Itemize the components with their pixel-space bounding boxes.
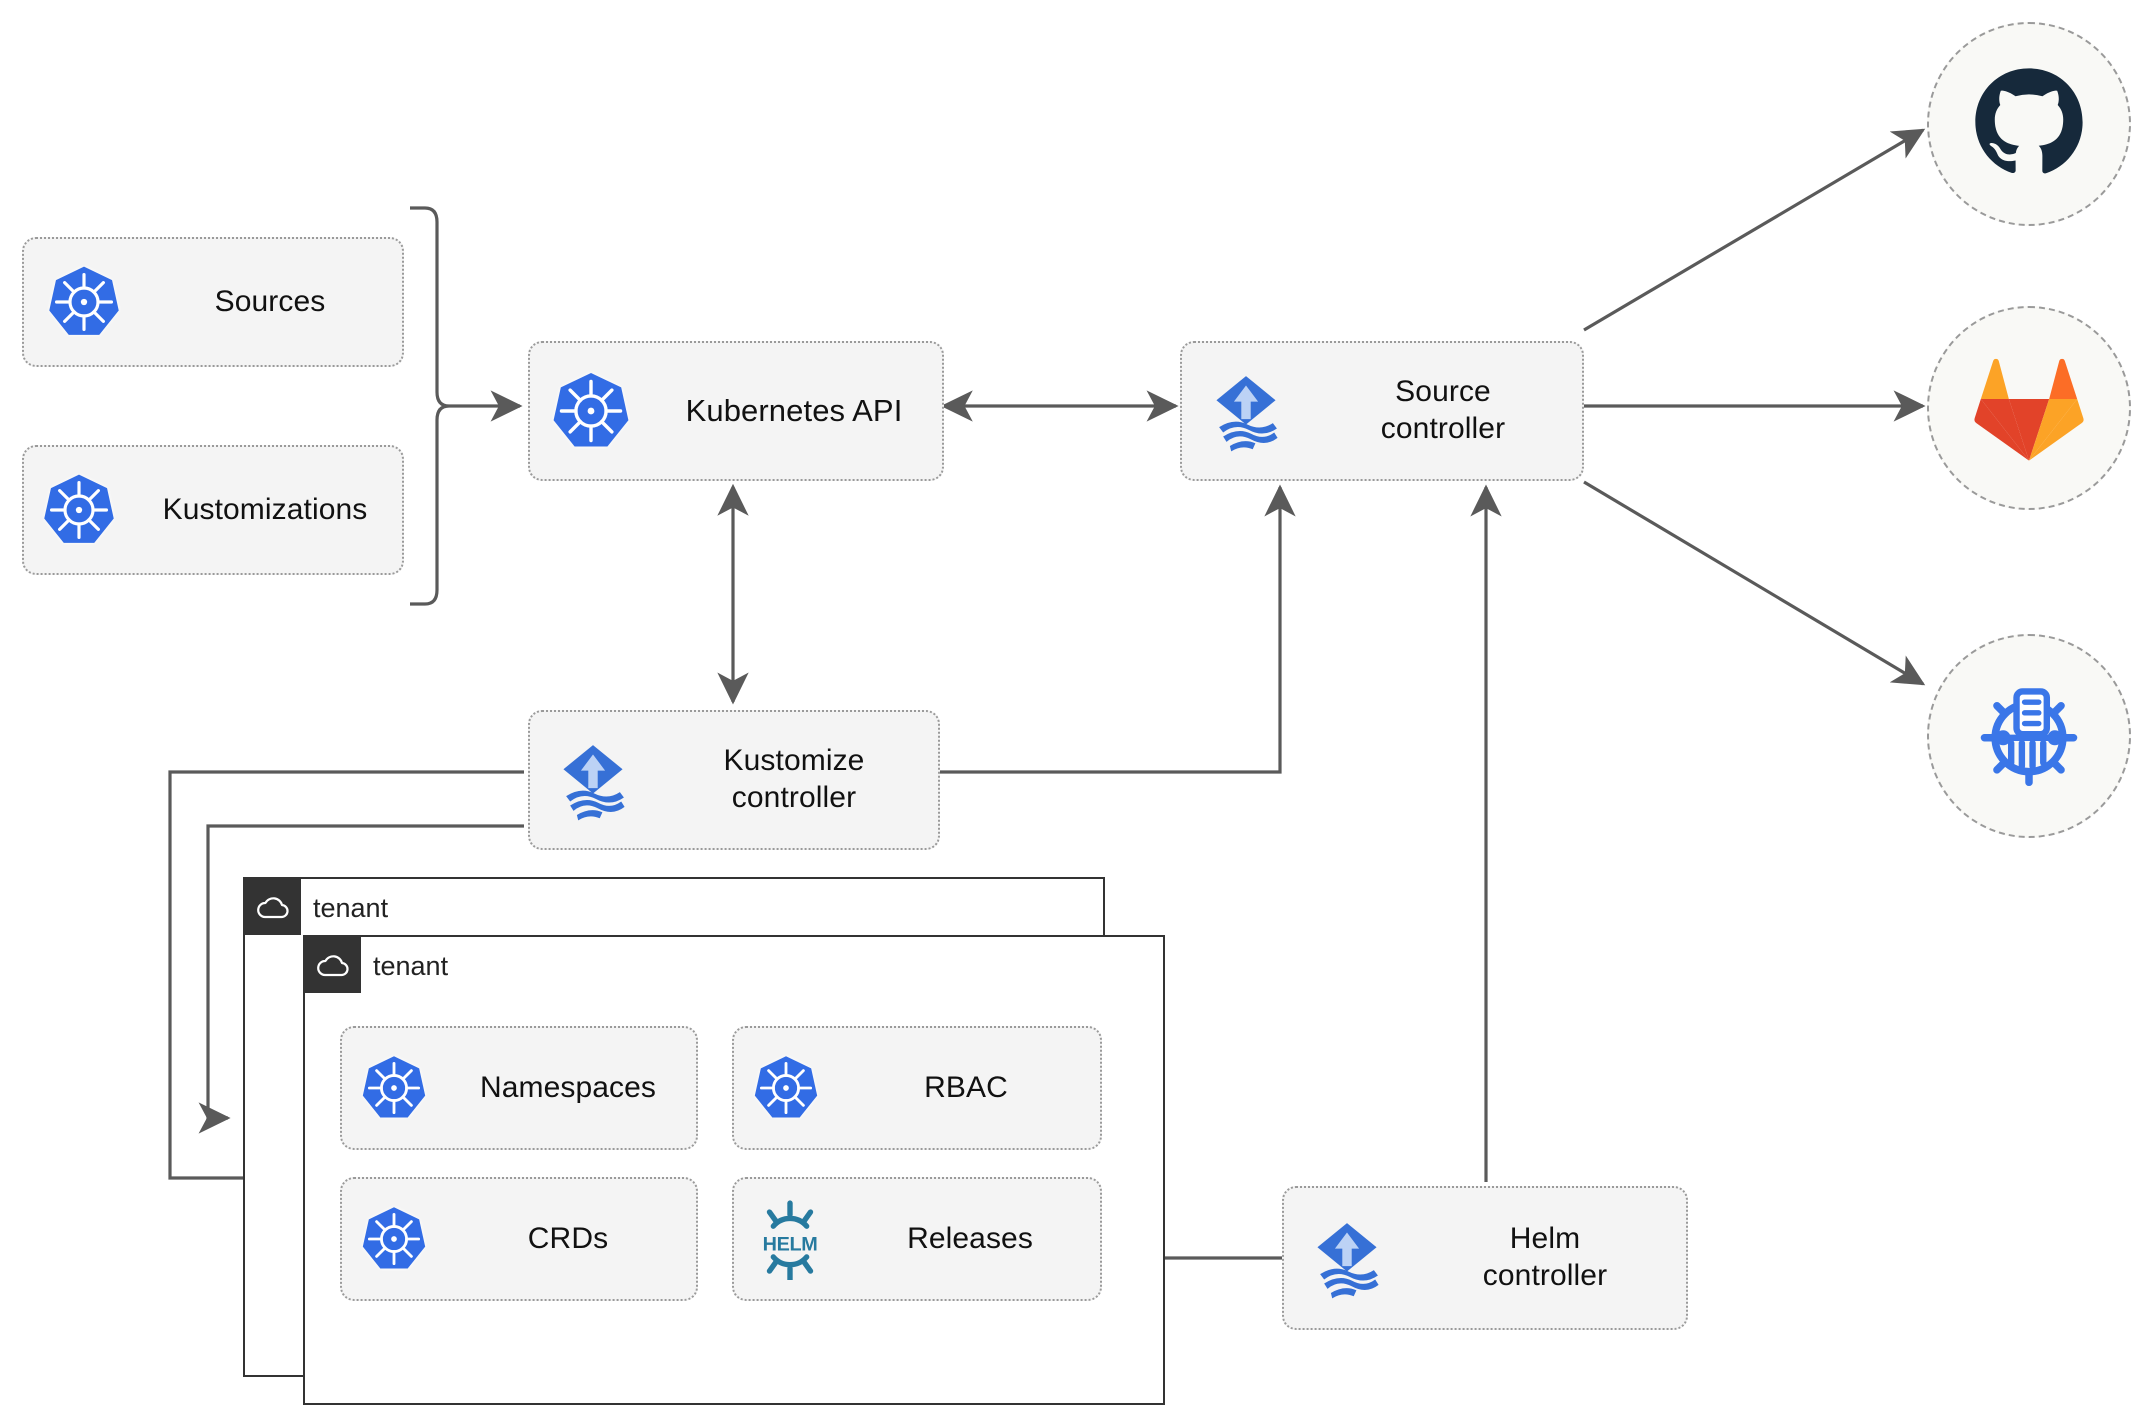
node-rbac[interactable]: RBAC [732, 1026, 1102, 1150]
node-label: Namespaces [479, 1070, 657, 1104]
node-label: Releases [907, 1221, 1033, 1255]
kubernetes-icon [24, 471, 134, 549]
kubernetes-icon [342, 1204, 446, 1274]
kubernetes-icon [734, 1053, 838, 1123]
kubernetes-icon [530, 369, 652, 453]
svg-text:HELM: HELM [763, 1234, 818, 1256]
tenant-container-2[interactable]: tenant [303, 935, 1165, 1405]
node-releases[interactable]: HELM Releases [732, 1177, 1102, 1301]
flux-icon [1182, 368, 1310, 454]
node-sources[interactable]: Sources [22, 237, 404, 367]
node-label: Kustomize controller [723, 744, 865, 814]
node-helm-controller[interactable]: Helm controller [1282, 1186, 1688, 1330]
node-label: RBAC [924, 1070, 1008, 1104]
cloud-icon [245, 879, 301, 935]
provider-github[interactable] [1927, 22, 2131, 226]
provider-gitlab[interactable] [1927, 306, 2131, 510]
node-namespaces[interactable]: Namespaces [340, 1026, 698, 1150]
node-label: Helm controller [1482, 1222, 1608, 1292]
helm-repository-icon [1980, 688, 2078, 787]
node-label: CRDs [527, 1221, 609, 1255]
node-label: Kubernetes API [685, 393, 903, 429]
cloud-icon [305, 937, 361, 993]
node-crds[interactable]: CRDs [340, 1177, 698, 1301]
tenant-label: tenant [373, 951, 449, 981]
kubernetes-icon [24, 263, 144, 341]
kubernetes-icon [342, 1053, 446, 1123]
node-kustomize-controller[interactable]: Kustomize controller [528, 710, 940, 850]
node-kubernetes-api[interactable]: Kubernetes API [528, 341, 944, 481]
node-label: Kustomizations [162, 492, 368, 526]
node-source-controller[interactable]: Source controller [1180, 341, 1584, 481]
helm-icon: HELM [734, 1198, 846, 1280]
provider-bucket[interactable] [1927, 634, 2131, 838]
flux-icon [1284, 1215, 1410, 1301]
gitlab-icon [1974, 358, 2084, 461]
flux-icon [530, 737, 656, 823]
node-kustomizations[interactable]: Kustomizations [22, 445, 404, 575]
tenant-label: tenant [313, 893, 389, 923]
node-label: Source controller [1380, 375, 1506, 445]
node-label: Sources [214, 284, 326, 318]
github-icon [1975, 68, 2083, 174]
